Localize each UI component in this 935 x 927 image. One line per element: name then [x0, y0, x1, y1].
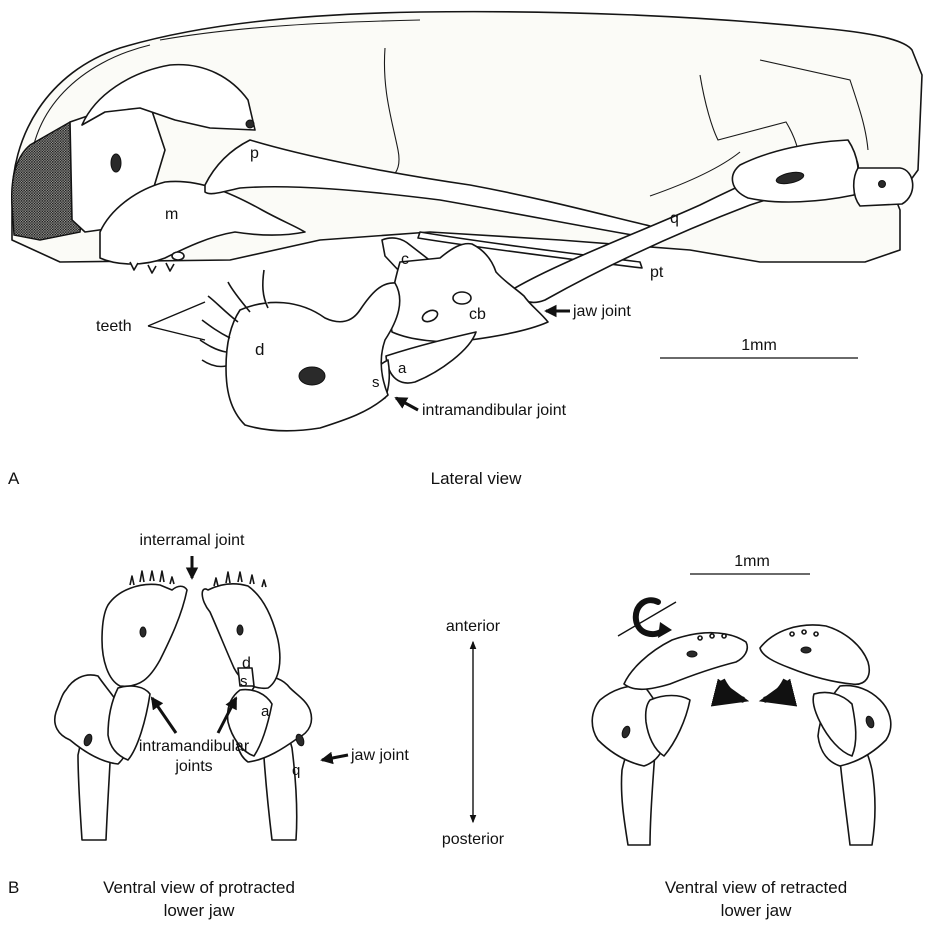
teeth-leader-1 — [148, 302, 205, 326]
label-q-b: q — [292, 762, 300, 779]
maxilla-foramen — [111, 154, 121, 172]
label-intramandibular-joints-line2: joints — [174, 758, 212, 775]
rotation-arrow-right — [764, 680, 786, 700]
dentary — [226, 283, 400, 431]
caption-protracted-line2: lower jaw — [164, 901, 236, 920]
intramandibular-arrow-left — [152, 698, 176, 733]
panel-letter-b: B — [8, 878, 19, 897]
scale-label-a: 1mm — [741, 337, 777, 354]
label-q: q — [670, 210, 679, 227]
caption-protracted-line1: Ventral view of protracted — [103, 878, 295, 897]
label-d: d — [255, 340, 264, 359]
label-anterior: anterior — [446, 618, 501, 635]
teeth-leader-2 — [148, 326, 205, 340]
caption-retracted-line1: Ventral view of retracted — [665, 878, 847, 897]
label-pt: pt — [650, 264, 664, 281]
label-s-b: s — [240, 673, 248, 690]
label-p: p — [250, 145, 259, 162]
label-s: s — [372, 374, 380, 391]
label-c: c — [401, 251, 409, 268]
panel-letter-a: A — [8, 469, 20, 488]
label-a-b: a — [261, 703, 270, 720]
protracted-right-ramus — [202, 572, 311, 840]
jaw-joint-arrow-b — [322, 755, 348, 760]
caption-retracted-line2: lower jaw — [721, 901, 793, 920]
orientation-axis: anterior posterior — [442, 618, 505, 848]
label-jaw-joint-a: jaw joint — [572, 303, 631, 320]
retracted-left-ramus — [592, 633, 747, 845]
label-a: a — [398, 360, 407, 377]
panel-b-retracted-jaw: 1mm Ventral v — [592, 553, 891, 920]
rotation-icon — [618, 600, 676, 638]
rotation-arrow-left — [722, 680, 744, 700]
label-intramandibular-joints-line1: intramandibular — [139, 738, 250, 755]
panel-b-protracted-jaw — [55, 571, 312, 840]
intramandibular-arrow-a — [396, 398, 418, 410]
label-jaw-joint-b: jaw joint — [350, 747, 409, 764]
label-cb: cb — [469, 306, 486, 323]
scale-label-b: 1mm — [734, 553, 770, 570]
label-teeth: teeth — [96, 318, 132, 335]
label-intramandibular-joint: intramandibular joint — [422, 402, 567, 419]
caption-lateral-view: Lateral view — [431, 469, 522, 488]
label-d-b: d — [242, 655, 251, 672]
label-interramal-joint: interramal joint — [140, 532, 245, 549]
label-posterior: posterior — [442, 831, 505, 848]
label-m: m — [165, 206, 178, 223]
protracted-left-ramus — [55, 571, 187, 840]
retracted-right-ramus — [760, 625, 891, 845]
